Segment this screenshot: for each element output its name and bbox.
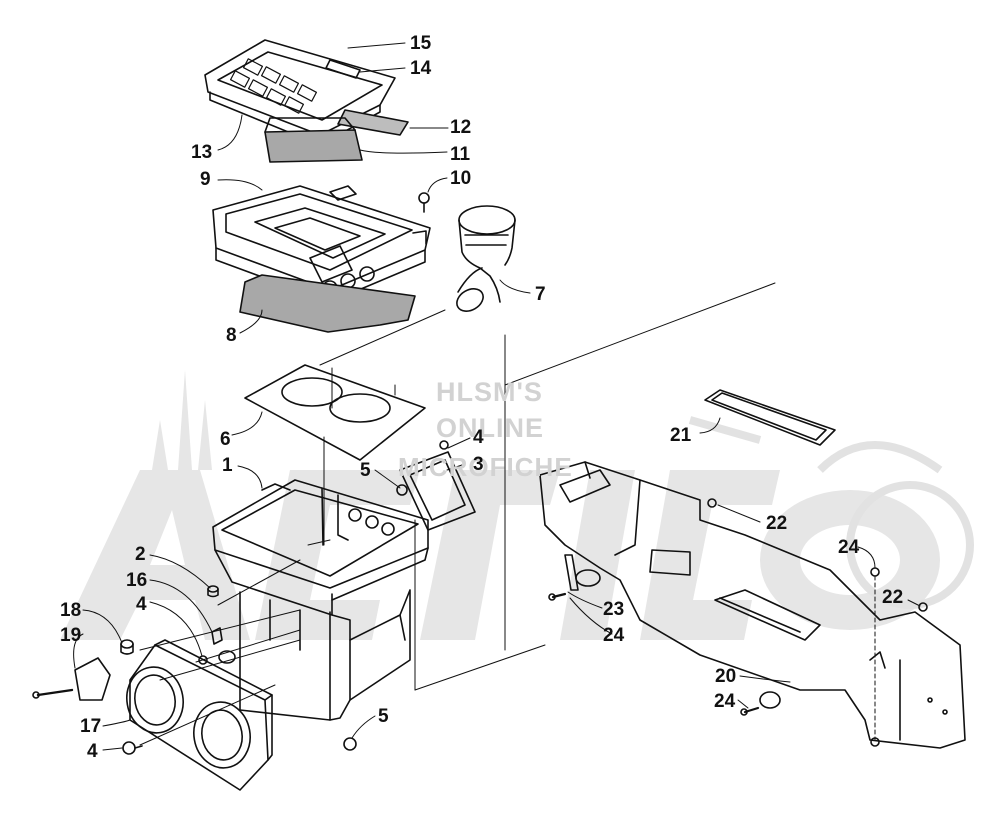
callout-20: 20 [715, 666, 737, 687]
fastener-24b [548, 592, 567, 601]
grommet-5-upper [396, 484, 408, 496]
fastener-22a [707, 498, 717, 508]
callout-24-left: 24 [603, 625, 625, 646]
intake-cover [204, 39, 396, 146]
callout-5-lower: 5 [378, 706, 389, 727]
callout-13: 13 [191, 142, 213, 163]
callout-8: 8 [226, 325, 237, 346]
fastener-4b [198, 655, 208, 665]
callout-21: 21 [670, 425, 692, 446]
flange-plate-3 [399, 440, 476, 531]
callout-3: 3 [473, 454, 484, 475]
callout-15: 15 [410, 33, 432, 54]
callout-23: 23 [603, 599, 625, 620]
fastener-22b [918, 602, 928, 612]
sleeve-18 [120, 639, 134, 655]
leader-lines [73, 42, 921, 751]
bracket-19 [32, 657, 111, 701]
callout-22-lower: 22 [882, 587, 904, 608]
callout-9: 9 [200, 169, 211, 190]
callout-5-upper: 5 [360, 460, 371, 481]
callout-10: 10 [450, 168, 472, 189]
callout-4-middle: 4 [136, 594, 147, 615]
callout-22-upper: 22 [766, 513, 788, 534]
air-box-1 [212, 479, 429, 721]
foam-8 [239, 274, 416, 333]
callout-17: 17 [80, 716, 102, 737]
grommet-5-lower [343, 737, 357, 751]
callout-12: 12 [450, 117, 472, 138]
elbow-duct-7 [456, 205, 516, 312]
callout-1: 1 [222, 455, 233, 476]
clamp-ring [218, 650, 236, 664]
gasket-21 [704, 389, 836, 446]
callout-4-lower: 4 [87, 741, 98, 762]
callout-16: 16 [126, 570, 148, 591]
fastener-24a [870, 567, 880, 747]
callout-19: 19 [60, 625, 82, 646]
assembly-lines [139, 282, 776, 746]
callout-4-upper: 4 [473, 427, 484, 448]
callout-6: 6 [220, 429, 231, 450]
screw-10 [418, 192, 430, 213]
callout-7: 7 [535, 284, 546, 305]
watermark-line-1: HLSM'S [436, 377, 543, 407]
callout-2: 2 [135, 544, 146, 565]
callout-24-right: 24 [838, 537, 860, 558]
bushing-2 [207, 585, 219, 598]
foam-filter-12 [337, 109, 409, 136]
callout-14: 14 [410, 58, 432, 79]
watermark-line-3: MICROFICHE [398, 452, 573, 482]
foam-block-11 [264, 117, 363, 163]
callout-24-bottom: 24 [714, 691, 736, 712]
console-housing-20 [539, 461, 966, 749]
clip-16 [211, 627, 223, 645]
callout-18: 18 [60, 600, 82, 621]
intake-duct-17 [126, 639, 273, 791]
fastener-4c [122, 741, 143, 755]
callout-11: 11 [450, 144, 471, 165]
gasket-plate-6 [244, 364, 426, 461]
watermark-line-2: ONLINE [436, 413, 545, 443]
fastener-24c [740, 706, 760, 716]
